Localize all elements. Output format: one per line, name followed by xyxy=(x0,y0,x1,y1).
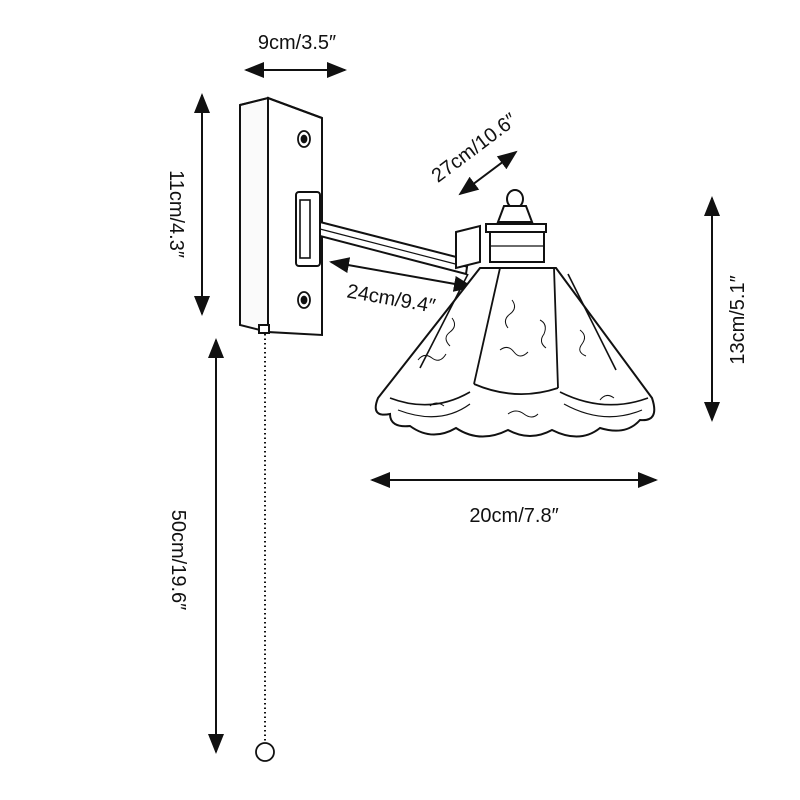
arm-length-arrow xyxy=(329,257,474,292)
arm-swing-label: 27cm/10.6″ xyxy=(428,109,521,187)
wall-backplate xyxy=(239,96,323,337)
arm-length-label: 24cm/9.4″ xyxy=(345,280,437,317)
arm-swing-arrow xyxy=(458,150,518,196)
shade-height-label: 13cm/5.1″ xyxy=(727,275,749,364)
mounting-screw-bottom xyxy=(297,291,311,309)
chain-length-label: 50cm/19.6″ xyxy=(167,510,189,610)
mounting-screw-top xyxy=(297,130,311,148)
backplate-height-label: 11cm/4.3″ xyxy=(165,170,187,258)
pull-chain-bead[interactable] xyxy=(255,742,275,762)
lamp-socket xyxy=(485,189,547,263)
backplate-width-label: 9cm/3.5″ xyxy=(258,32,336,54)
glass-shade xyxy=(374,267,656,438)
switch-nub xyxy=(258,324,270,334)
swing-arm xyxy=(295,191,481,276)
shade-width-label: 20cm/7.8″ xyxy=(469,505,558,527)
